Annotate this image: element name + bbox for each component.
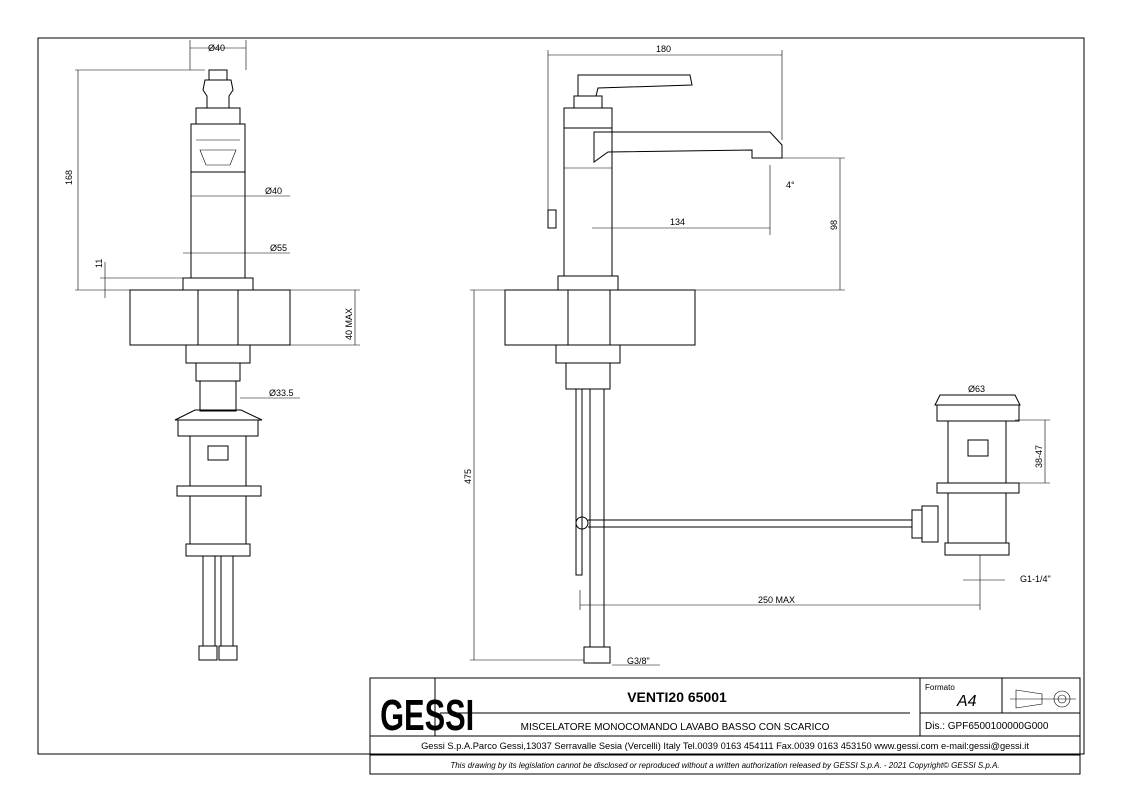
dim-top-diameter: Ø40 [208,43,225,53]
gessi-logo: GESSI [380,692,474,741]
drawing-number: Dis.: GPF6500100000G000 [925,721,1049,732]
countertop-section [504,289,696,346]
dim-drain-height: 38-47 [1034,445,1044,468]
dim-total-length: 475 [463,469,473,484]
dim-spout-reach: 134 [670,217,685,227]
dim-tail-diameter: Ø33.5 [269,388,294,398]
projection-symbol-icon [1010,689,1076,709]
dim-hose-thread: G3/8" [627,656,650,666]
front-view: 180 4° 134 98 475 Ø63 38-47 G1-1/4" 250 … [463,44,1051,666]
dim-body-diameter: Ø40 [265,186,282,196]
drawing-frame [37,37,1085,755]
company-info: Gessi S.p.A.Parco Gessi,13037 Serravalle… [421,741,1029,751]
dim-spout-height: 98 [829,220,839,230]
dim-base-height: 11 [94,259,104,268]
dim-drain-thread: G1-1/4" [1020,574,1051,584]
side-view: Ø40 168 Ø40 Ø55 11 40 MAX Ø33.5 [64,40,360,661]
dim-height: 168 [64,170,74,185]
product-description: MISCELATORE MONOCOMANDO LAVABO BASSO CON… [521,722,830,733]
dim-base-diameter: Ø55 [270,243,287,253]
dim-rod-length: 250 MAX [758,595,795,605]
dim-spout-angle: 4° [786,180,795,190]
product-code: VENTI20 65001 [627,689,727,705]
format-label: Formato [925,683,955,692]
title-block: GESSI VENTI20 65001 MISCELATORE MONOCOMA… [369,677,1081,775]
dim-countertop-max: 40 MAX [344,308,354,340]
countertop-section [129,289,291,346]
copyright-notice: This drawing by its legislation cannot b… [450,761,999,770]
dim-overall-width: 180 [656,44,671,54]
format-value: A4 [956,693,977,710]
dim-drain-diameter: Ø63 [968,384,985,394]
